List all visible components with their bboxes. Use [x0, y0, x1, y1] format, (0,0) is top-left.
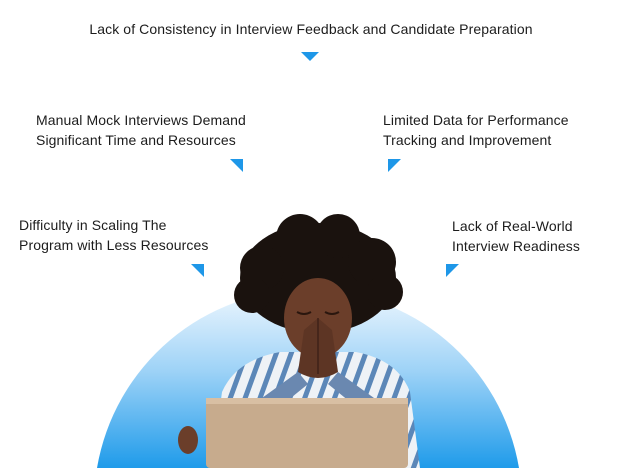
- lower-left-pointer-icon: [191, 264, 204, 277]
- lower-right-line-2: Interview Readiness: [452, 238, 580, 254]
- lower-right-challenge-label: Lack of Real-World Interview Readiness: [452, 216, 580, 256]
- middle-left-challenge-label: Manual Mock Interviews Demand Significan…: [36, 110, 246, 150]
- middle-right-pointer-icon: [388, 159, 401, 172]
- lower-left-challenge-label: Difficulty in Scaling The Program with L…: [19, 215, 208, 255]
- lower-right-line-1: Lack of Real-World: [452, 218, 573, 234]
- top-challenge-label: Lack of Consistency in Interview Feedbac…: [0, 19, 622, 39]
- lower-right-pointer-icon: [446, 264, 459, 277]
- top-pointer-icon: [301, 52, 319, 61]
- middle-right-challenge-label: Limited Data for Performance Tracking an…: [383, 110, 569, 150]
- top-challenge-line-1: Lack of Consistency in Interview Feedbac…: [89, 21, 533, 37]
- middle-right-line-1: Limited Data for Performance: [383, 112, 569, 128]
- lower-left-line-1: Difficulty in Scaling The: [19, 217, 167, 233]
- middle-left-pointer-icon: [230, 159, 243, 172]
- lower-left-line-2: Program with Less Resources: [19, 237, 209, 253]
- middle-left-line-1: Manual Mock Interviews Demand: [36, 112, 246, 128]
- middle-left-line-2: Significant Time and Resources: [36, 132, 236, 148]
- person-praying-at-laptop-illustration: [178, 214, 420, 468]
- middle-right-line-2: Tracking and Improvement: [383, 132, 552, 148]
